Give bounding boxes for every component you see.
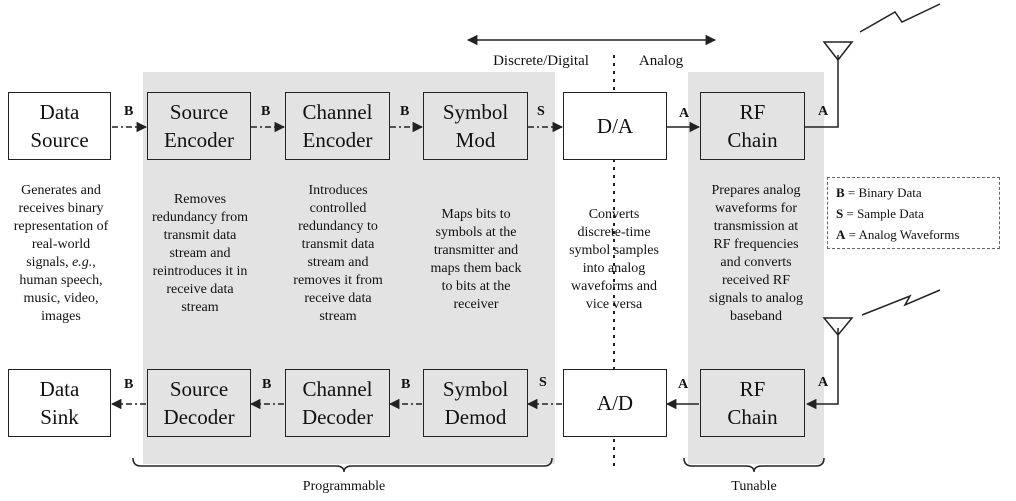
rf-chain-description: Prepares analog waveforms for transmissi…: [708, 183, 804, 324]
ad-converter-block: A/D: [563, 369, 667, 437]
programmable-brace: [132, 457, 553, 473]
programmable-label: Programmable: [302, 479, 386, 494]
link-tag-b: B: [262, 377, 272, 392]
tunable-label: Tunable: [731, 479, 777, 494]
legend-item-analog: A = Analog Waveforms: [836, 227, 960, 242]
source-decoder-block: Source Decoder: [147, 369, 251, 437]
link-tag-b: B: [400, 104, 410, 119]
da-converter-block: D/A: [563, 92, 667, 160]
source-coding-description: Removes redundancy from transmit data st…: [151, 192, 249, 315]
legend-item-binary: B = Binary Data: [836, 185, 922, 200]
link-tag-s: S: [537, 104, 545, 119]
digital-domain-label: Discrete/Digital: [493, 53, 589, 69]
link-tag-b: B: [124, 104, 134, 119]
channel-coding-description: Introduces controlled redundancy to tran…: [293, 183, 383, 324]
channel-encoder-block: Channel Encoder: [285, 92, 390, 160]
tx-antenna-icon: [822, 41, 854, 62]
symbol-mapping-description: Maps bits to symbols at the transmitter …: [430, 207, 522, 312]
source-encoder-block: Source Encoder: [147, 92, 251, 160]
channel-decoder-block: Channel Decoder: [285, 369, 390, 437]
symbol-demod-block: Symbol Demod: [423, 369, 528, 437]
link-tag-a: A: [818, 375, 829, 390]
analog-domain-label: Analog: [638, 53, 684, 69]
data-source-description: Generates and receives binary representa…: [13, 183, 109, 324]
data-source-block: Data Source: [8, 92, 111, 160]
rf-chain-rx-block: RF Chain: [700, 369, 805, 437]
link-tag-a: A: [818, 104, 829, 119]
rx-antenna-icon: [822, 317, 854, 337]
link-tag-b: B: [401, 377, 411, 392]
link-tag-a: A: [679, 106, 690, 121]
legend: B = Binary Data S = Sample Data A = Anal…: [827, 177, 1000, 249]
data-sink-block: Data Sink: [8, 369, 111, 437]
link-tag-s: S: [539, 375, 547, 390]
converter-description: Converts discrete-time symbol samples in…: [569, 207, 659, 312]
legend-item-sample: S = Sample Data: [836, 206, 924, 221]
tunable-brace: [683, 457, 825, 473]
link-tag-a: A: [678, 377, 689, 392]
symbol-mod-block: Symbol Mod: [423, 92, 528, 160]
link-tag-b: B: [124, 377, 134, 392]
link-tag-b: B: [261, 104, 271, 119]
rf-chain-tx-block: RF Chain: [700, 92, 805, 160]
